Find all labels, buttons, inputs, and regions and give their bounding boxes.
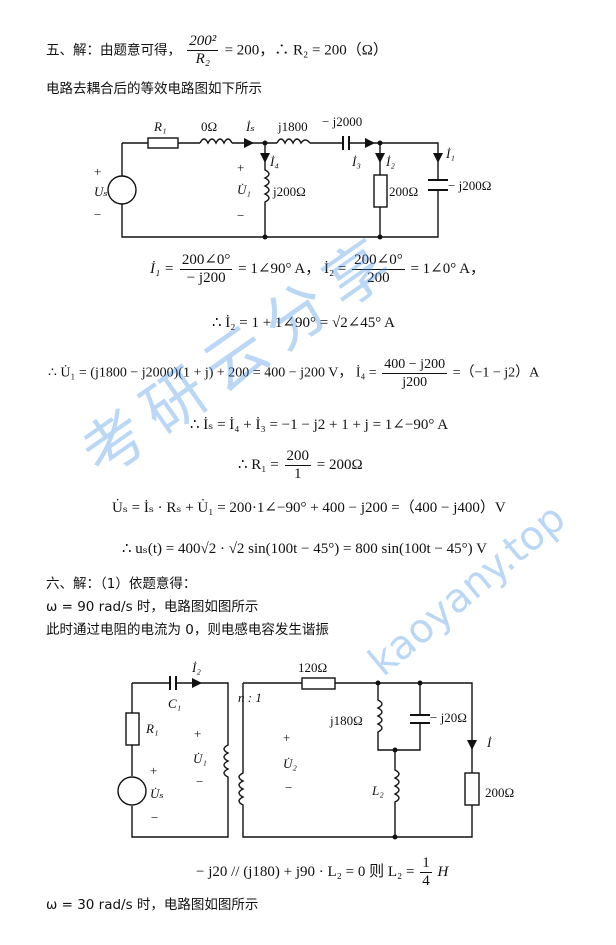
section6-line3: ω = 30 rad/s 时，电路图如图所示 <box>46 897 259 913</box>
u1-plus: + <box>194 726 201 741</box>
label-is: İₛ <box>245 119 255 134</box>
us-minus: − <box>151 810 158 825</box>
equation-3: ∴ U̇₁ = (j1800 − j2000)(1 + j) + 200 = 4… <box>48 356 539 391</box>
label-i2: İ₂ <box>385 154 395 169</box>
equation-1: İ₁ = 200∠0°− j200 = 1∠90° A， İ₂ = 200∠0°… <box>150 252 485 287</box>
label-i3: İ₃ <box>351 154 361 169</box>
circuit-diagram-1: R₁ 0Ω İₛ j1800 − j2000 İ₄ İ₃ İ₂ İ₁ + Uₛ … <box>94 114 491 240</box>
eq-text: H <box>437 863 449 880</box>
label-i1: İ₁ <box>445 146 455 161</box>
denominator: − j200 <box>186 270 226 286</box>
label-i4: İ₄ <box>269 154 279 169</box>
numerator: 200 <box>284 448 311 466</box>
label-j200: j200Ω <box>272 184 306 199</box>
label-i2: İ₂ <box>191 660 201 675</box>
eq-text: = 1∠0° A， <box>410 260 486 277</box>
fraction: 200∠0°200 <box>352 252 405 287</box>
eq-text: ∴ R₁ = <box>238 456 279 473</box>
eq-text: − j20 // (j180) + j90 · L₂ = 0 则 L₂ = <box>196 863 415 880</box>
eq-text: =（−1 − j2）A <box>452 365 540 381</box>
label-minus-j20: − j20Ω <box>430 710 467 725</box>
denominator: 4 <box>422 873 430 889</box>
label-u1: U̇₁ <box>237 182 251 197</box>
label-200ohm: 200Ω <box>485 785 514 800</box>
numerator: 200∠0° <box>179 252 233 270</box>
equation-6: U̇ₛ = İₛ · Rₛ + U̇₁ = 200·1∠−90° + 400 −… <box>112 500 506 516</box>
us-plus: + <box>94 164 101 179</box>
equation-4: ∴ İₛ = İ₄ + İ₃ = −1 − j2 + 1 + j = 1∠−90… <box>190 417 449 433</box>
label-j180: j180Ω <box>329 713 363 728</box>
numerator: 200² <box>187 33 219 51</box>
label-j1800: j1800 <box>277 119 308 134</box>
eq-text: = 200Ω <box>316 456 363 473</box>
label-r1: R₁ <box>145 721 158 736</box>
section5-heading: 五、解：由题意可得， <box>46 42 181 59</box>
section6-heading: 六、解：（1）依题意得： <box>46 576 197 592</box>
denominator: R₂ <box>195 51 210 67</box>
u1-minus: − <box>237 208 244 223</box>
denominator: 200 <box>367 270 390 286</box>
u1-plus: + <box>237 160 244 175</box>
label-120ohm: 120Ω <box>298 660 327 675</box>
equation-2: ∴ İ₂ = 1 + 1∠90° = √2∠45° A <box>212 315 396 331</box>
u2-minus: − <box>285 780 292 795</box>
label-u2: U̇₂ <box>283 756 297 771</box>
section6-line2: 此时通过电阻的电流为 0，则电感电容发生谐振 <box>46 622 329 638</box>
denominator: j200 <box>402 375 428 390</box>
label-i: İ <box>486 735 492 750</box>
equation-text: = 200，∴ R₂ = 200（Ω） <box>224 42 388 59</box>
label-us: U̇ₛ <box>150 786 164 801</box>
equation-7: ∴ uₛ(t) = 400√2 · √2 sin(100t − 45°) = 8… <box>122 541 487 557</box>
label-turns-ratio: n : 1 <box>238 690 262 705</box>
numerator: 1 <box>420 855 432 873</box>
label-minus-j2000: − j2000 <box>322 114 362 129</box>
eq-text: = 1∠90° A， İ₂ = <box>238 260 347 277</box>
label-u1: U̇₁ <box>193 751 207 766</box>
numerator: 400 − j200 <box>382 357 448 374</box>
intro-text: 电路去耦合后的等效电路图如下所示 <box>46 81 262 97</box>
label-200ohm: 200Ω <box>389 184 418 199</box>
denominator: 1 <box>294 466 302 482</box>
u1-minus: − <box>196 774 203 789</box>
fraction: 200∠0°− j200 <box>179 252 233 287</box>
eq-text: İ₁ = <box>150 260 175 277</box>
us-minus: − <box>94 207 101 222</box>
label-us: Uₛ <box>94 184 108 199</box>
us-plus: + <box>150 763 157 778</box>
numerator: 200∠0° <box>352 252 405 270</box>
u2-plus: + <box>283 730 290 745</box>
label-0ohm: 0Ω <box>201 119 217 134</box>
label-minus-j200: − j200Ω <box>448 178 491 193</box>
section6-line1: ω = 90 rad/s 时，电路图如图所示 <box>46 599 259 615</box>
circuit-diagram-2: İ₂ C₁ n : 1 R₁ + U̇₁ − + U̇ₛ − + U̇₂ − 1… <box>117 660 514 840</box>
label-r1: R₁ <box>153 119 166 134</box>
label-c1: C₁ <box>168 696 181 711</box>
label-l2: L₂ <box>371 783 384 798</box>
eq-text: ∴ U̇₁ = (j1800 − j2000)(1 + j) + 200 = 4… <box>48 365 377 381</box>
